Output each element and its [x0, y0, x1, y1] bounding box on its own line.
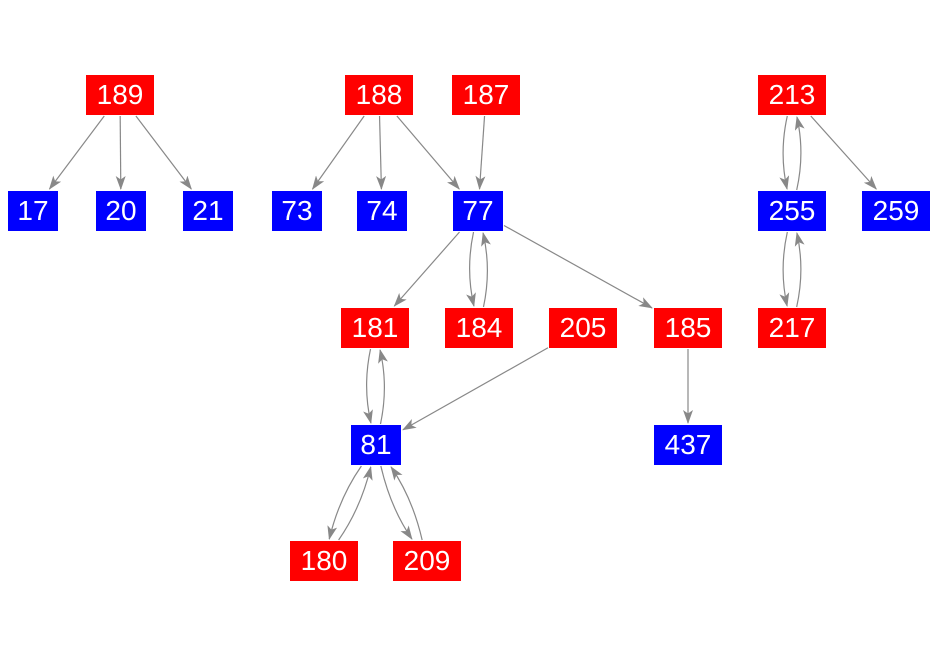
- edge-77-181: [393, 231, 460, 307]
- graph-node-73: 73: [272, 191, 322, 231]
- edge-189-21: [135, 115, 192, 190]
- edge-255-213: [794, 116, 805, 191]
- graph-node-209: 209: [393, 541, 461, 581]
- graph-node-437: 437: [654, 425, 722, 465]
- graph-node-180: 180: [290, 541, 358, 581]
- edge-189-20: [115, 115, 126, 190]
- graph-node-21: 21: [183, 191, 233, 231]
- edge-180-81: [338, 466, 373, 541]
- edge-255-217: [779, 231, 790, 307]
- edge-213-259: [810, 115, 877, 190]
- graph-node-187: 187: [452, 75, 520, 115]
- edge-217-255: [794, 232, 805, 308]
- edge-181-81: [363, 348, 373, 424]
- graph-node-184: 184: [445, 308, 513, 348]
- graph-node-181: 181: [341, 308, 409, 348]
- graph-node-188: 188: [345, 75, 413, 115]
- graph-node-255: 255: [758, 191, 826, 231]
- edge-77-185: [503, 224, 653, 309]
- graph-node-189: 189: [86, 75, 154, 115]
- graph-node-17: 17: [8, 191, 58, 231]
- edge-188-73: [311, 115, 365, 190]
- edge-81-209: [380, 465, 413, 540]
- edge-184-77: [481, 232, 491, 308]
- graph-node-20: 20: [96, 191, 146, 231]
- graph-node-217: 217: [758, 308, 826, 348]
- edge-81-180: [327, 465, 362, 540]
- edge-77-184: [466, 231, 476, 307]
- edge-209-81: [390, 466, 423, 541]
- graph-node-81: 81: [351, 425, 401, 465]
- graph-node-185: 185: [654, 308, 722, 348]
- graph-node-213: 213: [758, 75, 826, 115]
- graph-node-205: 205: [549, 308, 617, 348]
- graph-node-77: 77: [453, 191, 503, 231]
- edge-188-77: [396, 115, 460, 190]
- graph-node-259: 259: [862, 191, 930, 231]
- edge-81-181: [378, 349, 388, 425]
- edge-205-81: [402, 347, 549, 431]
- graph-node-74: 74: [357, 191, 407, 231]
- edge-189-17: [48, 115, 105, 190]
- edge-213-255: [779, 115, 790, 190]
- edge-187-77: [475, 115, 486, 190]
- edge-188-74: [376, 115, 387, 190]
